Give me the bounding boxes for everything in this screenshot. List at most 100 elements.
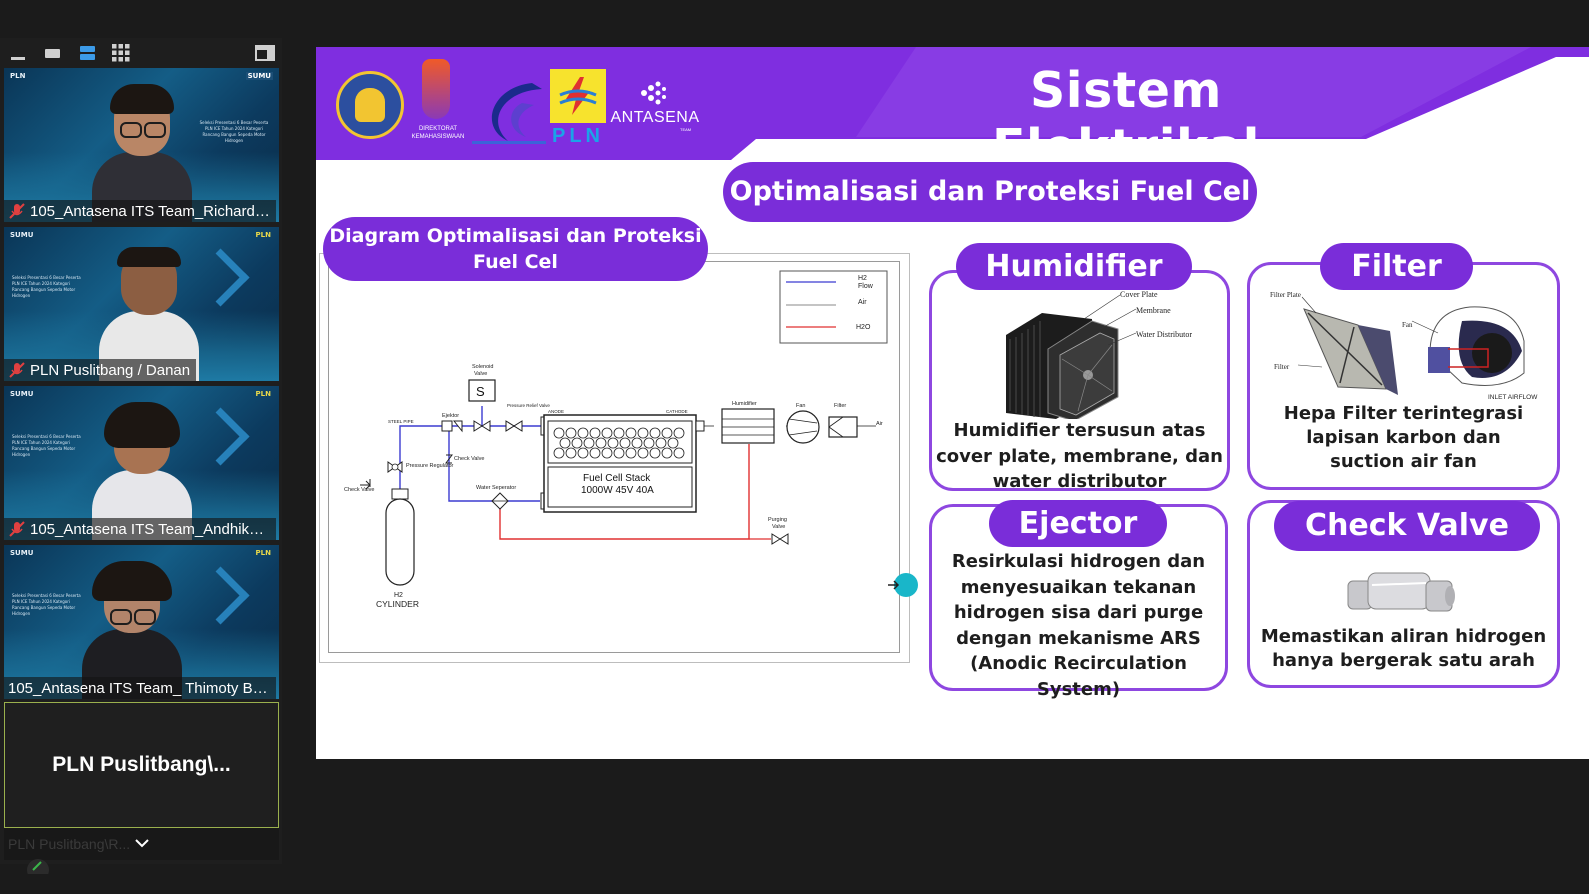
- logo-its: [336, 71, 404, 139]
- label-check-valve: Check Valve: [344, 487, 374, 493]
- subtitle-pill: Optimalisasi dan Proteksi Fuel Cel: [723, 162, 1257, 222]
- participant-tile[interactable]: SUMU PLN Seleksi Presentasi 6 Besar Pese…: [4, 545, 279, 699]
- participant-name: 105_Antasena ITS Team_Andhika Il...: [30, 520, 270, 538]
- participant-tile[interactable]: PLN SUMU Seleksi Presentasi 6 Besar Pese…: [4, 68, 279, 222]
- diagram-heading-line2: Fuel Cel: [473, 251, 558, 273]
- legend-label-h2-1: H2: [858, 275, 867, 282]
- logo-swoosh: [472, 83, 546, 144]
- humidifier-img-label-2: Membrane: [1136, 306, 1171, 315]
- ejector-description: Resirkulasi hidrogen dan menyesuaikan te…: [932, 549, 1225, 702]
- filter-line: suction air fan: [1330, 451, 1477, 472]
- participant-strip-footer: PLN Puslitbang\R...: [4, 828, 279, 860]
- ejector-line: Resirkulasi hidrogen dan: [951, 551, 1206, 572]
- legend-label-air: Air: [858, 299, 867, 306]
- participants-panel: PLN SUMU Seleksi Presentasi 6 Besar Pese…: [0, 38, 282, 864]
- mic-muted-icon: [9, 521, 25, 537]
- mic-muted-icon: [9, 203, 25, 219]
- humidifier-img-label-3: Water Distributor: [1136, 330, 1192, 339]
- label-ejector: Ejektor: [442, 413, 459, 419]
- pln-text: PLN: [552, 125, 604, 147]
- label-water-separator: Water Seperator: [476, 485, 516, 491]
- label-fan: Fan: [796, 403, 805, 409]
- pop-out-icon[interactable]: [254, 42, 276, 64]
- tile-caption: Seleksi Presentasi 6 Besar Peserta PLN I…: [199, 120, 269, 143]
- humidifier-line: cover plate, membrane, dan: [936, 445, 1223, 467]
- filter-image: Filter Plate Fan Filter INLET AIRFLOW: [1270, 291, 1538, 401]
- legend-box: [779, 270, 888, 344]
- filter-img-label-1: Filter Plate: [1270, 291, 1301, 299]
- logo-pln: PLN: [550, 69, 606, 149]
- gallery-view-icon[interactable]: [110, 42, 132, 64]
- tile-logo-pln: PLN: [10, 72, 26, 80]
- tile-logo-sumu: SUMU: [245, 72, 273, 80]
- title-banner: [316, 47, 1589, 160]
- edit-icon[interactable]: [26, 858, 50, 874]
- chevron-down-icon[interactable]: [134, 838, 150, 848]
- label-anode: ANODE: [548, 409, 564, 414]
- antasena-sub: TEAM: [680, 127, 692, 132]
- ejector-line: dengan mekanisme ARS: [956, 627, 1201, 649]
- strip-view-icon[interactable]: [76, 42, 98, 64]
- label-cathode: CATHODE: [666, 409, 688, 414]
- participant-name-bar: 105_Antasena ITS Team_ Thimoty Bre...: [4, 677, 276, 699]
- ejector-line: menyesuaikan tekanan: [960, 576, 1197, 598]
- participant-name-bar: 105_Antasena ITS Team_Andhika Il...: [4, 518, 276, 540]
- participant-name: PLN Puslitbang\R...: [8, 836, 131, 852]
- label-solenoid-1: Solenoid: [472, 364, 493, 370]
- participant-name: PLN Puslitbang / Danan: [30, 361, 191, 379]
- label-air: Air: [876, 421, 883, 427]
- tile-logo-sumu: SUMU: [10, 231, 34, 239]
- mic-muted-icon: [9, 362, 25, 378]
- humidifier-title: Humidifier: [956, 243, 1192, 290]
- logo-antasena: ANTASENA TEAM: [610, 79, 700, 139]
- label-purging-2: Valve: [772, 524, 785, 530]
- fuel-cell-diagram: H2 Flow Air H2O S Solenoid Valve Ejektor…: [344, 270, 888, 609]
- label-solenoid-2: Valve: [474, 371, 487, 377]
- check-valve-title: Check Valve: [1274, 501, 1540, 551]
- humidifier-description: Humidifier tersusun atas cover plate, me…: [932, 418, 1227, 495]
- humidifier-card: Cover Plate Membrane Water Distributor H…: [929, 270, 1230, 492]
- tile-caption: Seleksi Presentasi 6 Besar Peserta PLN I…: [12, 434, 81, 457]
- tile-logo-pln: PLN: [255, 549, 271, 557]
- filter-line: Hepa Filter terintegrasi: [1283, 403, 1524, 424]
- tile-logo-sumu: SUMU: [10, 549, 34, 557]
- check-valve-line: Memastikan aliran hidrogen: [1260, 626, 1547, 647]
- tile-logo-pln: PLN: [255, 390, 271, 398]
- label-cylinder-1: H2: [394, 592, 403, 599]
- humidifier-symbol: [721, 408, 775, 444]
- label-filter: Filter: [834, 403, 846, 409]
- humidifier-image: Cover Plate Membrane Water Distributor: [1006, 290, 1192, 419]
- label-steel-pipe: STEEL PIPE: [388, 419, 414, 424]
- active-speaker-tile[interactable]: PLN Puslitbang\...: [4, 702, 279, 828]
- filter-line: lapisan karbon dan: [1306, 427, 1501, 448]
- label-cylinder-2: CYLINDER: [376, 599, 419, 609]
- check-valve-description: Memastikan aliran hidrogen hanya bergera…: [1250, 625, 1557, 673]
- solenoid-valve: [468, 379, 496, 402]
- cursor-arrow-icon: [888, 580, 900, 590]
- filter-img-label-4: INLET AIRFLOW: [1488, 394, 1538, 401]
- participant-tile[interactable]: SUMU PLN Seleksi Presentasi 6 Besar Pese…: [4, 386, 279, 540]
- ejector-line: (Anodic Recirculation System): [970, 653, 1187, 700]
- filter-img-label-3: Filter: [1274, 363, 1290, 371]
- label-pressure-relief: Pressure Relief Valve: [507, 403, 550, 408]
- participant-name-bar: PLN Puslitbang / Danan: [4, 359, 197, 381]
- tile-caption: Seleksi Presentasi 6 Besar Peserta PLN I…: [12, 275, 81, 298]
- ejector-title: Ejector: [989, 500, 1167, 547]
- filter-title: Filter: [1320, 243, 1473, 290]
- logo-ditmawa: DIREKTORAT KEMAHASISWAAN: [408, 59, 468, 151]
- check-valve-image: [1347, 572, 1455, 612]
- participant-name: 105_Antasena ITS Team_Richard ...: [30, 202, 270, 220]
- minimize-icon[interactable]: [7, 42, 29, 64]
- lightning-icon: [559, 77, 597, 115]
- legend-label-h2-2: Flow: [858, 283, 874, 290]
- label-humidifier: Humidifier: [732, 401, 757, 407]
- check-valve-line: hanya bergerak satu arah: [1272, 650, 1535, 671]
- active-speaker-name: PLN Puslitbang\...: [52, 753, 231, 776]
- tile-caption: Seleksi Presentasi 6 Besar Peserta PLN I…: [12, 593, 81, 616]
- h2-cylinder: [385, 498, 415, 586]
- participant-tile[interactable]: SUMU PLN Seleksi Presentasi 6 Besar Pese…: [4, 227, 279, 381]
- label-stack-1: Fuel Cell Stack: [583, 473, 651, 484]
- antasena-text: ANTASENA: [610, 109, 700, 126]
- speaker-view-icon[interactable]: [41, 42, 63, 64]
- diagram-heading-line1: Diagram Optimalisasi dan Proteksi: [329, 225, 702, 247]
